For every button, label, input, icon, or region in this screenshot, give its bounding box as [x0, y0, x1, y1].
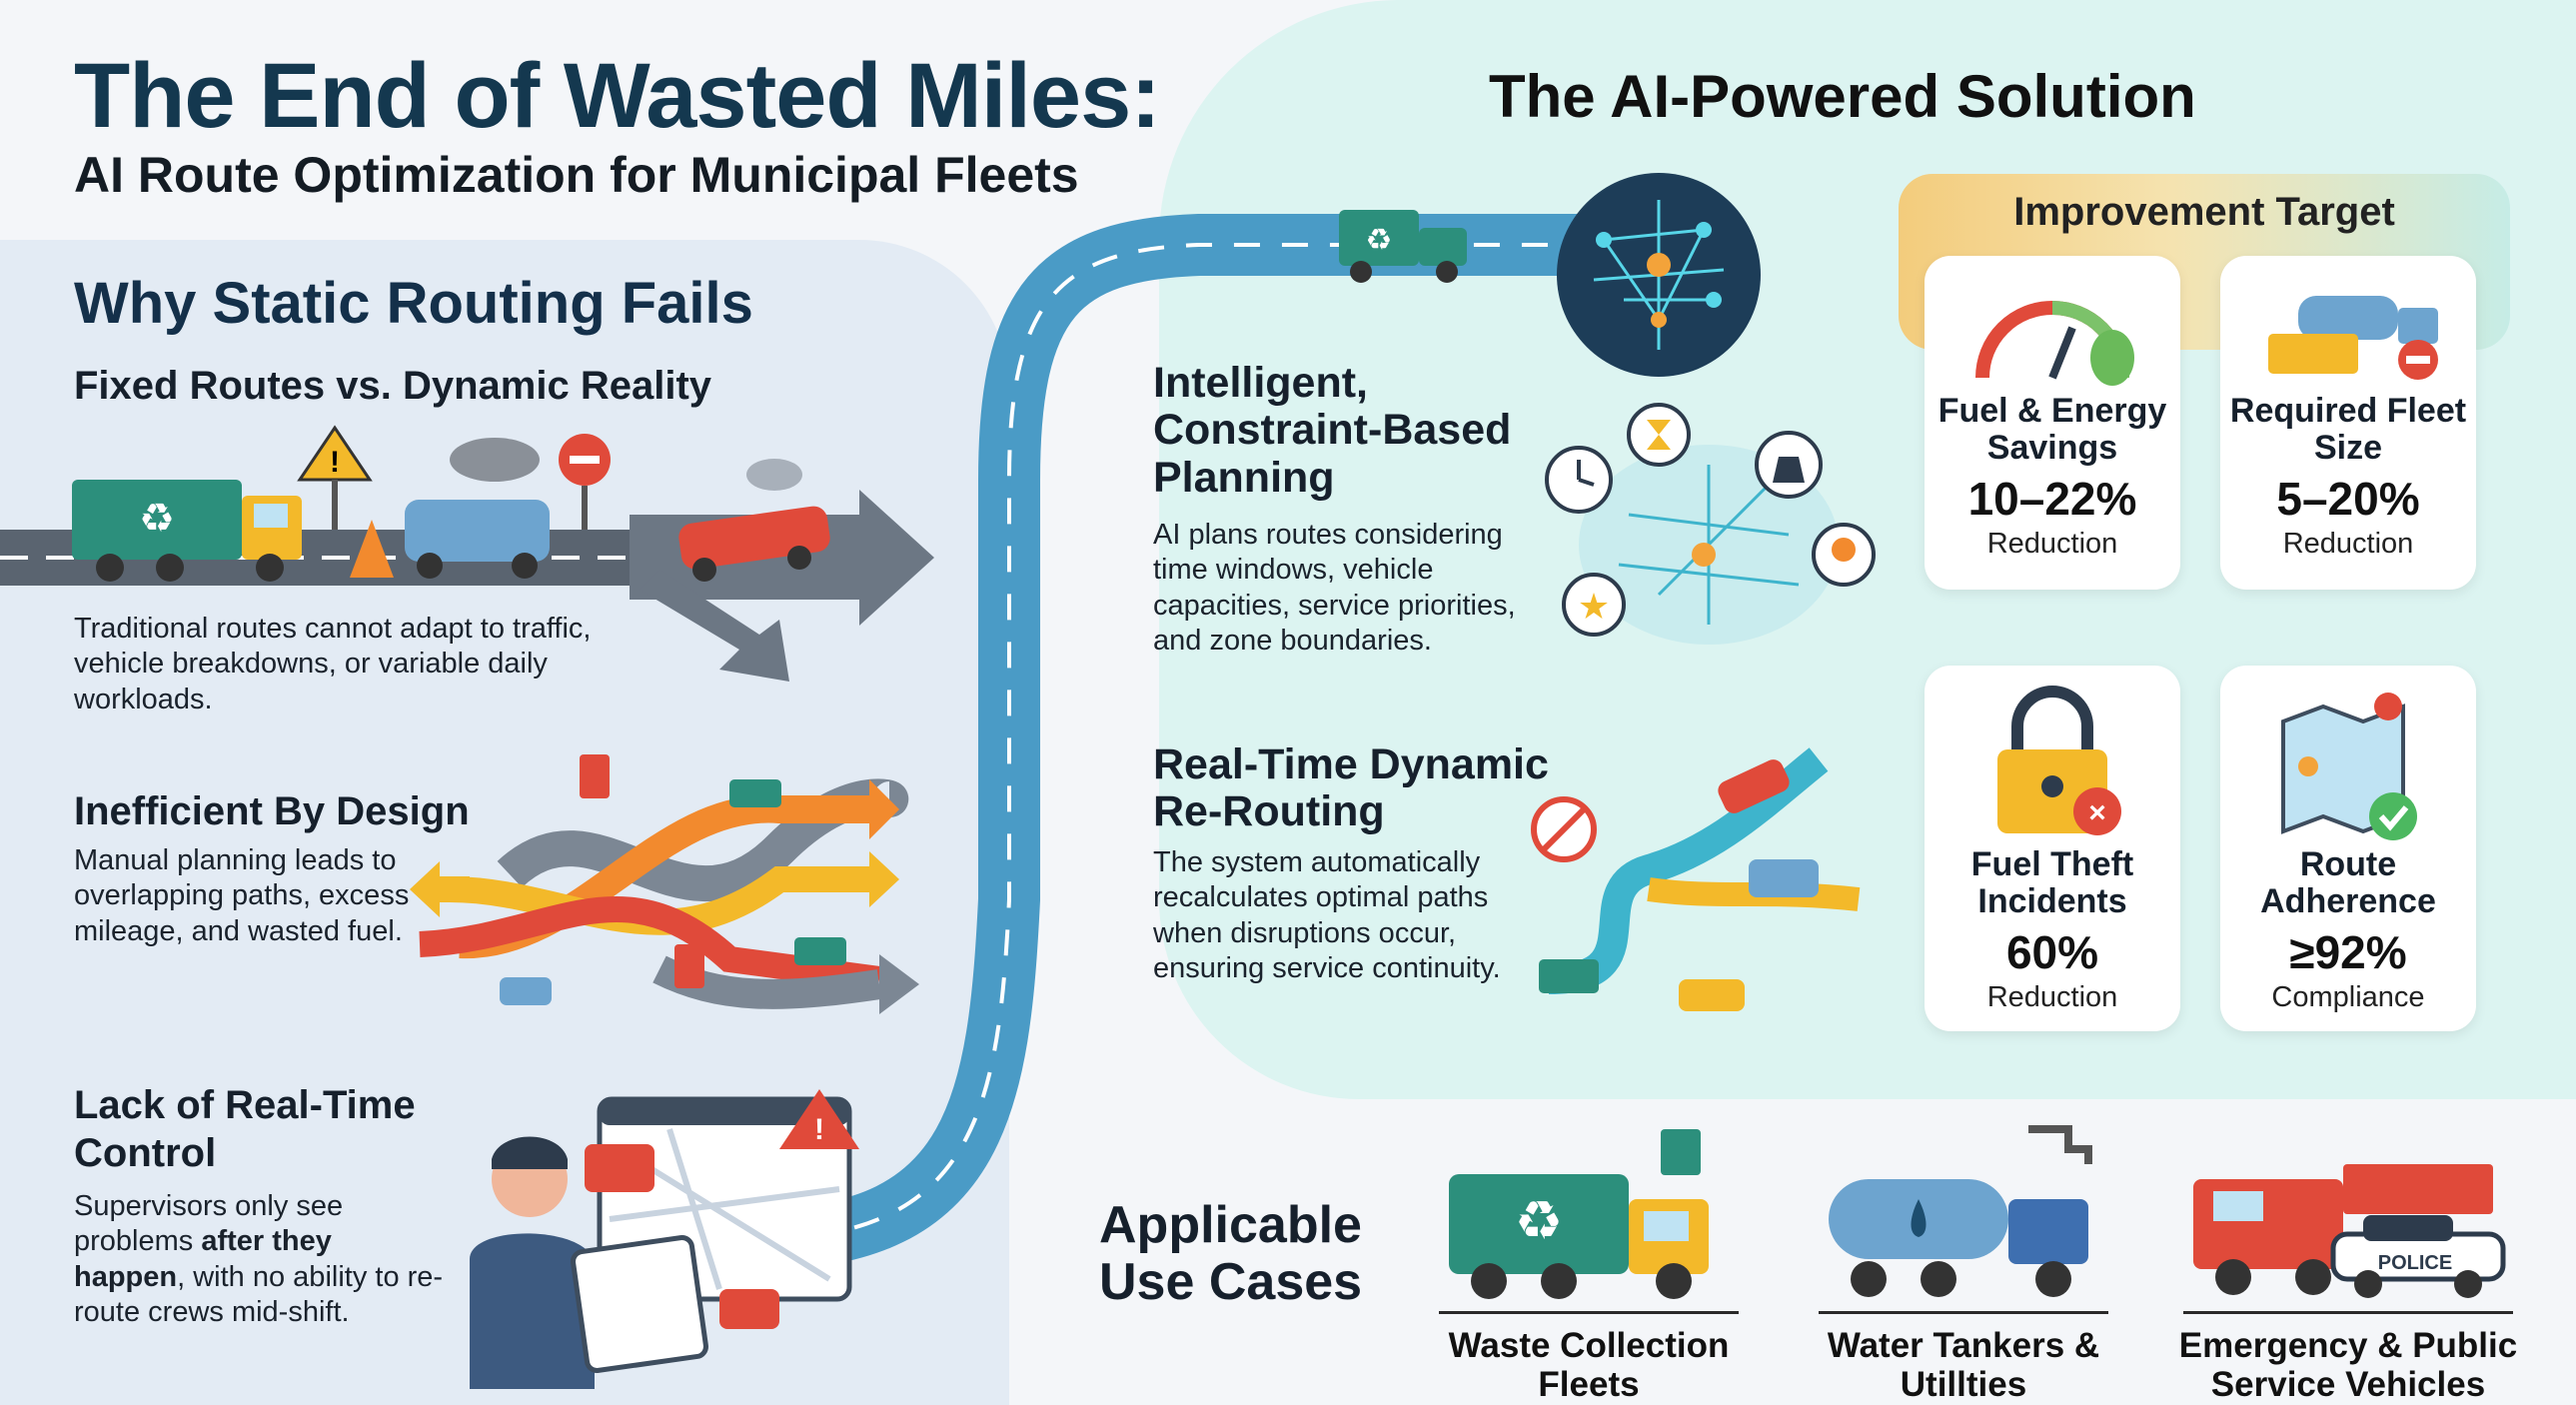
star-icon: ★ [1562, 573, 1626, 637]
lack-control-text-emphasis: after they happen [74, 1225, 332, 1293]
use-case-divider [1439, 1311, 1739, 1314]
metric-card-fuel-theft: × Fuel Theft Incidents 60% Reduction [1925, 666, 2180, 1031]
improvement-target-title: Improvement Target [2013, 190, 2395, 234]
intelligent-planning-text: AI plans routes considering time windows… [1153, 519, 1516, 658]
broken-car-icon [678, 506, 830, 582]
ai-network-globe-icon [1557, 173, 1761, 377]
lack-control-title: Lack of Real-Time Control [74, 1083, 416, 1175]
weight-icon [1755, 431, 1823, 499]
person-icon [470, 1136, 595, 1389]
use-case-divider [1819, 1311, 2108, 1314]
realtime-rerouting-title: Real-Time Dynamic Re-Routing [1153, 740, 1549, 836]
lack-control-text: Supervisors only see problems after they… [74, 1189, 444, 1331]
inefficient-title: Inefficient By Design [74, 789, 470, 833]
lack-control-text-start: Supervisors only see problems [74, 1190, 344, 1258]
car-icon [1718, 759, 1790, 813]
fixed-routes-illustration: ♻ ! [0, 425, 934, 682]
use-cases-heading: Applicable Use Cases [1099, 1196, 1363, 1312]
page-subtitle: AI Route Optimization for Municipal Flee… [74, 147, 1079, 203]
stop-sign-icon [559, 434, 611, 530]
use-case-emergency: Emergency & Public Service Vehicles [2178, 1326, 2518, 1404]
small-truck-icon [1539, 959, 1599, 993]
hourglass-icon [1627, 403, 1691, 467]
rerouting-illustration [1531, 747, 1861, 1011]
metric-label: Fuel Theft Incidents [1970, 845, 2134, 920]
metric-label: Route Adherence [2260, 845, 2436, 920]
metric-label: Fuel & Energy Savings [1937, 392, 2167, 467]
no-entry-icon [1531, 796, 1597, 862]
use-case-waste: Waste Collection Fleets [1448, 1326, 1730, 1404]
fixed-routes-text: Traditional routes cannot adapt to traff… [74, 613, 592, 715]
lack-control-text-end: , with no ability to re-route crews mid-… [74, 1260, 444, 1329]
metric-unit: Compliance [2271, 981, 2425, 1014]
garbage-truck-icon: ♻ [72, 480, 302, 582]
use-case-water: Water Tankers & Utillties [1827, 1326, 2100, 1404]
why-static-heading: Why Static Routing Fails [74, 271, 753, 336]
use-case-divider [2183, 1311, 2513, 1314]
metric-value: 5–20% [2276, 473, 2420, 526]
svg-text:★: ★ [1578, 587, 1610, 628]
fuel-pump-icon [580, 754, 610, 798]
fleet-trucks-icon [2268, 296, 2438, 380]
supervisor-illustration: ! [470, 1089, 859, 1389]
warning-sign-icon: ! [297, 425, 373, 530]
metric-value: 60% [2005, 926, 2099, 979]
metric-value: ≥92% [2289, 926, 2407, 979]
metric-unit: Reduction [1986, 528, 2118, 561]
clock-icon [1545, 446, 1613, 514]
tangled-routes-illustration [410, 754, 919, 1014]
traffic-cone-icon [350, 520, 394, 578]
chat-bubble-icon [585, 1144, 654, 1192]
badge-icon [1812, 523, 1876, 587]
intelligent-planning-title: Intelligent, Constraint-Based Planning [1153, 359, 1512, 502]
van-icon [1749, 859, 1819, 897]
realtime-rerouting-text: The system automatically recalculates op… [1153, 846, 1501, 985]
road-truck-illustration: ♻ [1339, 210, 1467, 283]
padlock-icon: × [1997, 686, 2121, 835]
brain-network-illustration: ★ [1545, 403, 1876, 645]
metric-unit: Reduction [1986, 981, 2118, 1014]
delivery-van-icon [405, 500, 550, 579]
inefficient-text: Manual planning leads to overlapping pat… [74, 844, 410, 947]
metric-label: Required Fleet Size [2229, 392, 2467, 467]
metric-card-fleet-size: Required Fleet Size 5–20% Reduction [2220, 256, 2476, 590]
metric-unit: Reduction [2282, 528, 2414, 561]
police-car-icon: POLICE [2330, 1215, 2506, 1298]
page-title: The End of Wasted Miles: [74, 45, 1161, 147]
fuel-gauge-icon [1975, 301, 2134, 386]
metric-card-route-adherence: Route Adherence ≥92% Compliance [2220, 666, 2476, 1031]
water-tanker-icon [1829, 1125, 2092, 1297]
map-check-icon [2281, 693, 2417, 840]
solution-heading: The AI-Powered Solution [1489, 63, 2196, 130]
garbage-truck-icon: ♻ [1449, 1129, 1709, 1299]
fuel-pump-icon [674, 944, 704, 988]
metric-value: 10–22% [1967, 473, 2137, 526]
svg-text:!: ! [814, 1113, 824, 1146]
svg-text:♻: ♻ [139, 496, 175, 542]
svg-text:!: ! [330, 446, 340, 479]
small-van-icon [1679, 979, 1745, 1011]
metric-card-fuel-savings: Fuel & Energy Savings 10–22% Reduction [1925, 256, 2180, 590]
fire-truck-icon: POLICE [2193, 1164, 2506, 1298]
svg-text:♻: ♻ [1366, 223, 1393, 258]
alert-icon: ! [779, 1089, 859, 1149]
svg-text:×: × [2088, 796, 2106, 829]
fixed-routes-title: Fixed Routes vs. Dynamic Reality [74, 364, 712, 408]
svg-text:♻: ♻ [1515, 1189, 1563, 1252]
police-label: POLICE [2378, 1252, 2452, 1274]
chat-bubble-icon [719, 1289, 779, 1329]
